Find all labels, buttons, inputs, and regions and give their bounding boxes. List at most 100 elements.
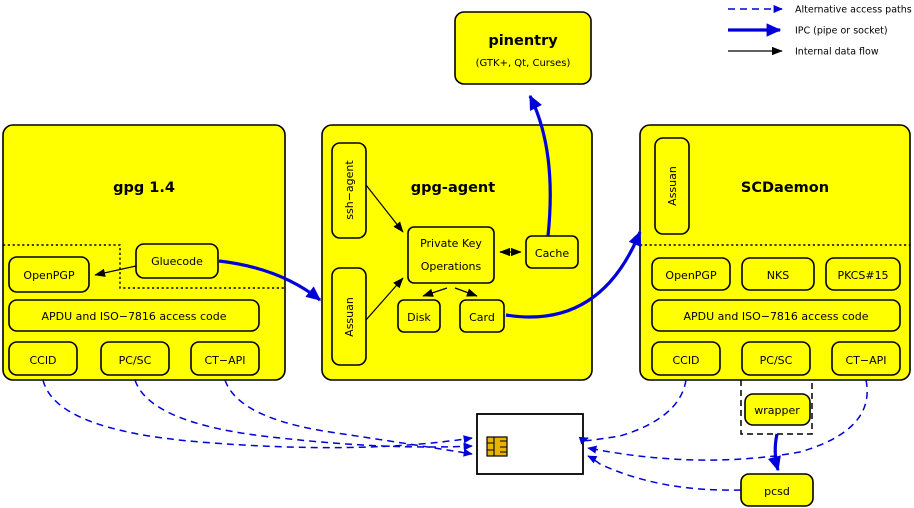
scdaemon-title: SCDaemon [741, 180, 829, 196]
agent-ssh-agent-label: ssh−agent [343, 160, 356, 220]
agent-cache-label: Cache [535, 247, 569, 260]
wrapper-dashed-frame [740, 380, 813, 435]
gpg14-ccid-rect[interactable] [8, 341, 78, 376]
agent-ssh-agent[interactable]: ssh−agent [331, 142, 367, 239]
smartcard[interactable] [476, 413, 584, 475]
scdaemon-openpgp-rect[interactable] [651, 257, 731, 291]
scdaemon-app-pkcs15[interactable]: PKCS#15 [825, 257, 901, 291]
scdaemon-assuan[interactable]: Assuan [654, 137, 690, 235]
agent-assuan[interactable]: Assuan [331, 267, 367, 366]
scdaemon-pcsc-rect[interactable] [741, 341, 811, 376]
gpg14-apdu-label: APDU and ISO−7816 access code [41, 310, 226, 323]
legend: Alternative access paths IPC (pipe or so… [728, 5, 912, 58]
scdaemon-app-openpgp[interactable]: OpenPGP [651, 257, 731, 291]
agent-card[interactable]: Card [459, 299, 505, 333]
gpg14-ccid-label: CCID [29, 354, 56, 367]
agent-card-rect[interactable] [459, 299, 505, 333]
agent-cache[interactable]: Cache [525, 235, 579, 269]
wrapper-label: wrapper [754, 404, 800, 417]
agent-disk-rect[interactable] [397, 299, 441, 333]
gpg14-driver-pcsc[interactable]: PC/SC [100, 341, 170, 376]
legend-label-ipc: IPC (pipe or socket) [795, 26, 888, 37]
scdaemon-driver-pcsc[interactable]: PC/SC [741, 341, 811, 376]
ipc-gluecode-to-agent-assuan [218, 259, 321, 302]
alt-gpg-ctapi-to-card [224, 379, 473, 457]
pinentry-subtitle: (GTK+, Qt, Curses) [476, 58, 571, 69]
scdaemon-nks-rect[interactable] [741, 257, 815, 291]
agent-assuan-rect[interactable] [331, 267, 367, 366]
gpg14-title: gpg 1.4 [113, 180, 175, 196]
gpg14-box[interactable]: gpg 1.4 OpenPGP Gluecode APDU and ISO−78… [2, 124, 286, 381]
agent-private-key-line1: Private Key [420, 237, 482, 250]
ipc-cache-to-pinentry [528, 94, 552, 237]
legend-item-ipc: IPC (pipe or socket) [728, 23, 888, 37]
gpg-agent-box[interactable]: gpg-agent ssh−agent Assuan Private Key O… [321, 124, 593, 381]
gpg14-openpgp-rect[interactable] [8, 256, 90, 293]
gpg14-layer-divider [3, 244, 285, 289]
legend-item-alt: Alternative access paths [728, 5, 912, 16]
alt-pcsd-to-card [587, 455, 742, 491]
legend-label-alt: Alternative access paths [795, 5, 912, 16]
gpg14-ctapi-label: CT−API [204, 354, 245, 367]
pinentry-rect[interactable] [454, 11, 592, 85]
agent-disk-label: Disk [407, 311, 431, 324]
scdaemon-openpgp-label: OpenPGP [665, 269, 717, 282]
scdaemon-ccid-rect[interactable] [651, 341, 721, 376]
pinentry-title: pinentry [488, 33, 558, 49]
gpg14-gluecode-label: Gluecode [151, 255, 203, 268]
gpg-agent-title: gpg-agent [411, 180, 495, 196]
scdaemon-pcsc-label: PC/SC [760, 354, 793, 367]
gpg14-driver-ccid[interactable]: CCID [8, 341, 78, 376]
alt-gpg-ccid-to-card [42, 379, 473, 449]
agent-assuan-label: Assuan [343, 297, 356, 337]
scdaemon-app-nks[interactable]: NKS [741, 257, 815, 291]
pinentry-box[interactable]: pinentry (GTK+, Qt, Curses) [454, 11, 592, 85]
agent-disk[interactable]: Disk [397, 299, 441, 333]
gpg14-gluecode-rect[interactable] [135, 243, 219, 279]
flow-gluecode-to-openpgp [94, 265, 137, 277]
flow-pkops-to-card [454, 287, 478, 297]
ipc-wrapper-to-pcsd [767, 433, 781, 472]
gpg14-openpgp[interactable]: OpenPGP [8, 256, 90, 293]
scdaemon-driver-ccid[interactable]: CCID [651, 341, 721, 376]
scdaemon-driver-ctapi[interactable]: CT−API [831, 341, 901, 376]
wrapper-box[interactable]: wrapper [740, 380, 813, 435]
alt-gpg-pcsc-to-card [134, 379, 473, 451]
agent-private-key-rect[interactable] [407, 226, 495, 284]
gpg14-pcsc-label: PC/SC [119, 354, 152, 367]
gpg14-apdu[interactable]: APDU and ISO−7816 access code [8, 299, 260, 332]
alt-scd-ccid-to-card [578, 379, 687, 445]
agent-private-key-ops[interactable]: Private Key Operations [407, 226, 495, 284]
flow-pkops-to-disk [422, 287, 448, 297]
scdaemon-assuan-rect[interactable] [654, 137, 690, 235]
gpg14-pcsc-rect[interactable] [100, 341, 170, 376]
scdaemon-pkcs15-label: PKCS#15 [837, 269, 888, 282]
scdaemon-apdu[interactable]: APDU and ISO−7816 access code [651, 299, 901, 332]
scdaemon-ctapi-label: CT−API [845, 354, 886, 367]
scdaemon-assuan-label: Assuan [666, 166, 679, 206]
pcsd-label: pcsd [764, 485, 790, 498]
scdaemon-apdu-label: APDU and ISO−7816 access code [683, 310, 868, 323]
gpg14-gluecode[interactable]: Gluecode [135, 243, 219, 279]
legend-label-flow: Internal data flow [795, 47, 879, 58]
gpg14-ctapi-rect[interactable] [190, 341, 260, 376]
agent-private-key-line2: Operations [421, 260, 482, 273]
alt-scd-ctapi-to-card [587, 379, 868, 461]
scdaemon-box[interactable]: SCDaemon Assuan OpenPGP NKS PKCS#15 APDU… [639, 124, 911, 381]
smartcard-chip-icon [486, 436, 508, 457]
legend-item-flow: Internal data flow [728, 47, 879, 58]
ipc-agent-card-to-scdaemon-assuan [505, 230, 642, 319]
agent-ssh-agent-rect[interactable] [331, 142, 367, 239]
scdaemon-ctapi-rect[interactable] [831, 341, 901, 376]
pcsd-box[interactable]: pcsd [740, 473, 814, 507]
gpg14-driver-ctapi[interactable]: CT−API [190, 341, 260, 376]
agent-cache-rect[interactable] [525, 235, 579, 269]
scdaemon-pkcs15-rect[interactable] [825, 257, 901, 291]
flow-ssh-to-pkops [365, 184, 404, 233]
scdaemon-nks-label: NKS [767, 269, 789, 282]
wrapper-rect[interactable] [744, 393, 811, 426]
scdaemon-apdu-rect[interactable] [651, 299, 901, 332]
gpg14-apdu-rect[interactable] [8, 299, 260, 332]
